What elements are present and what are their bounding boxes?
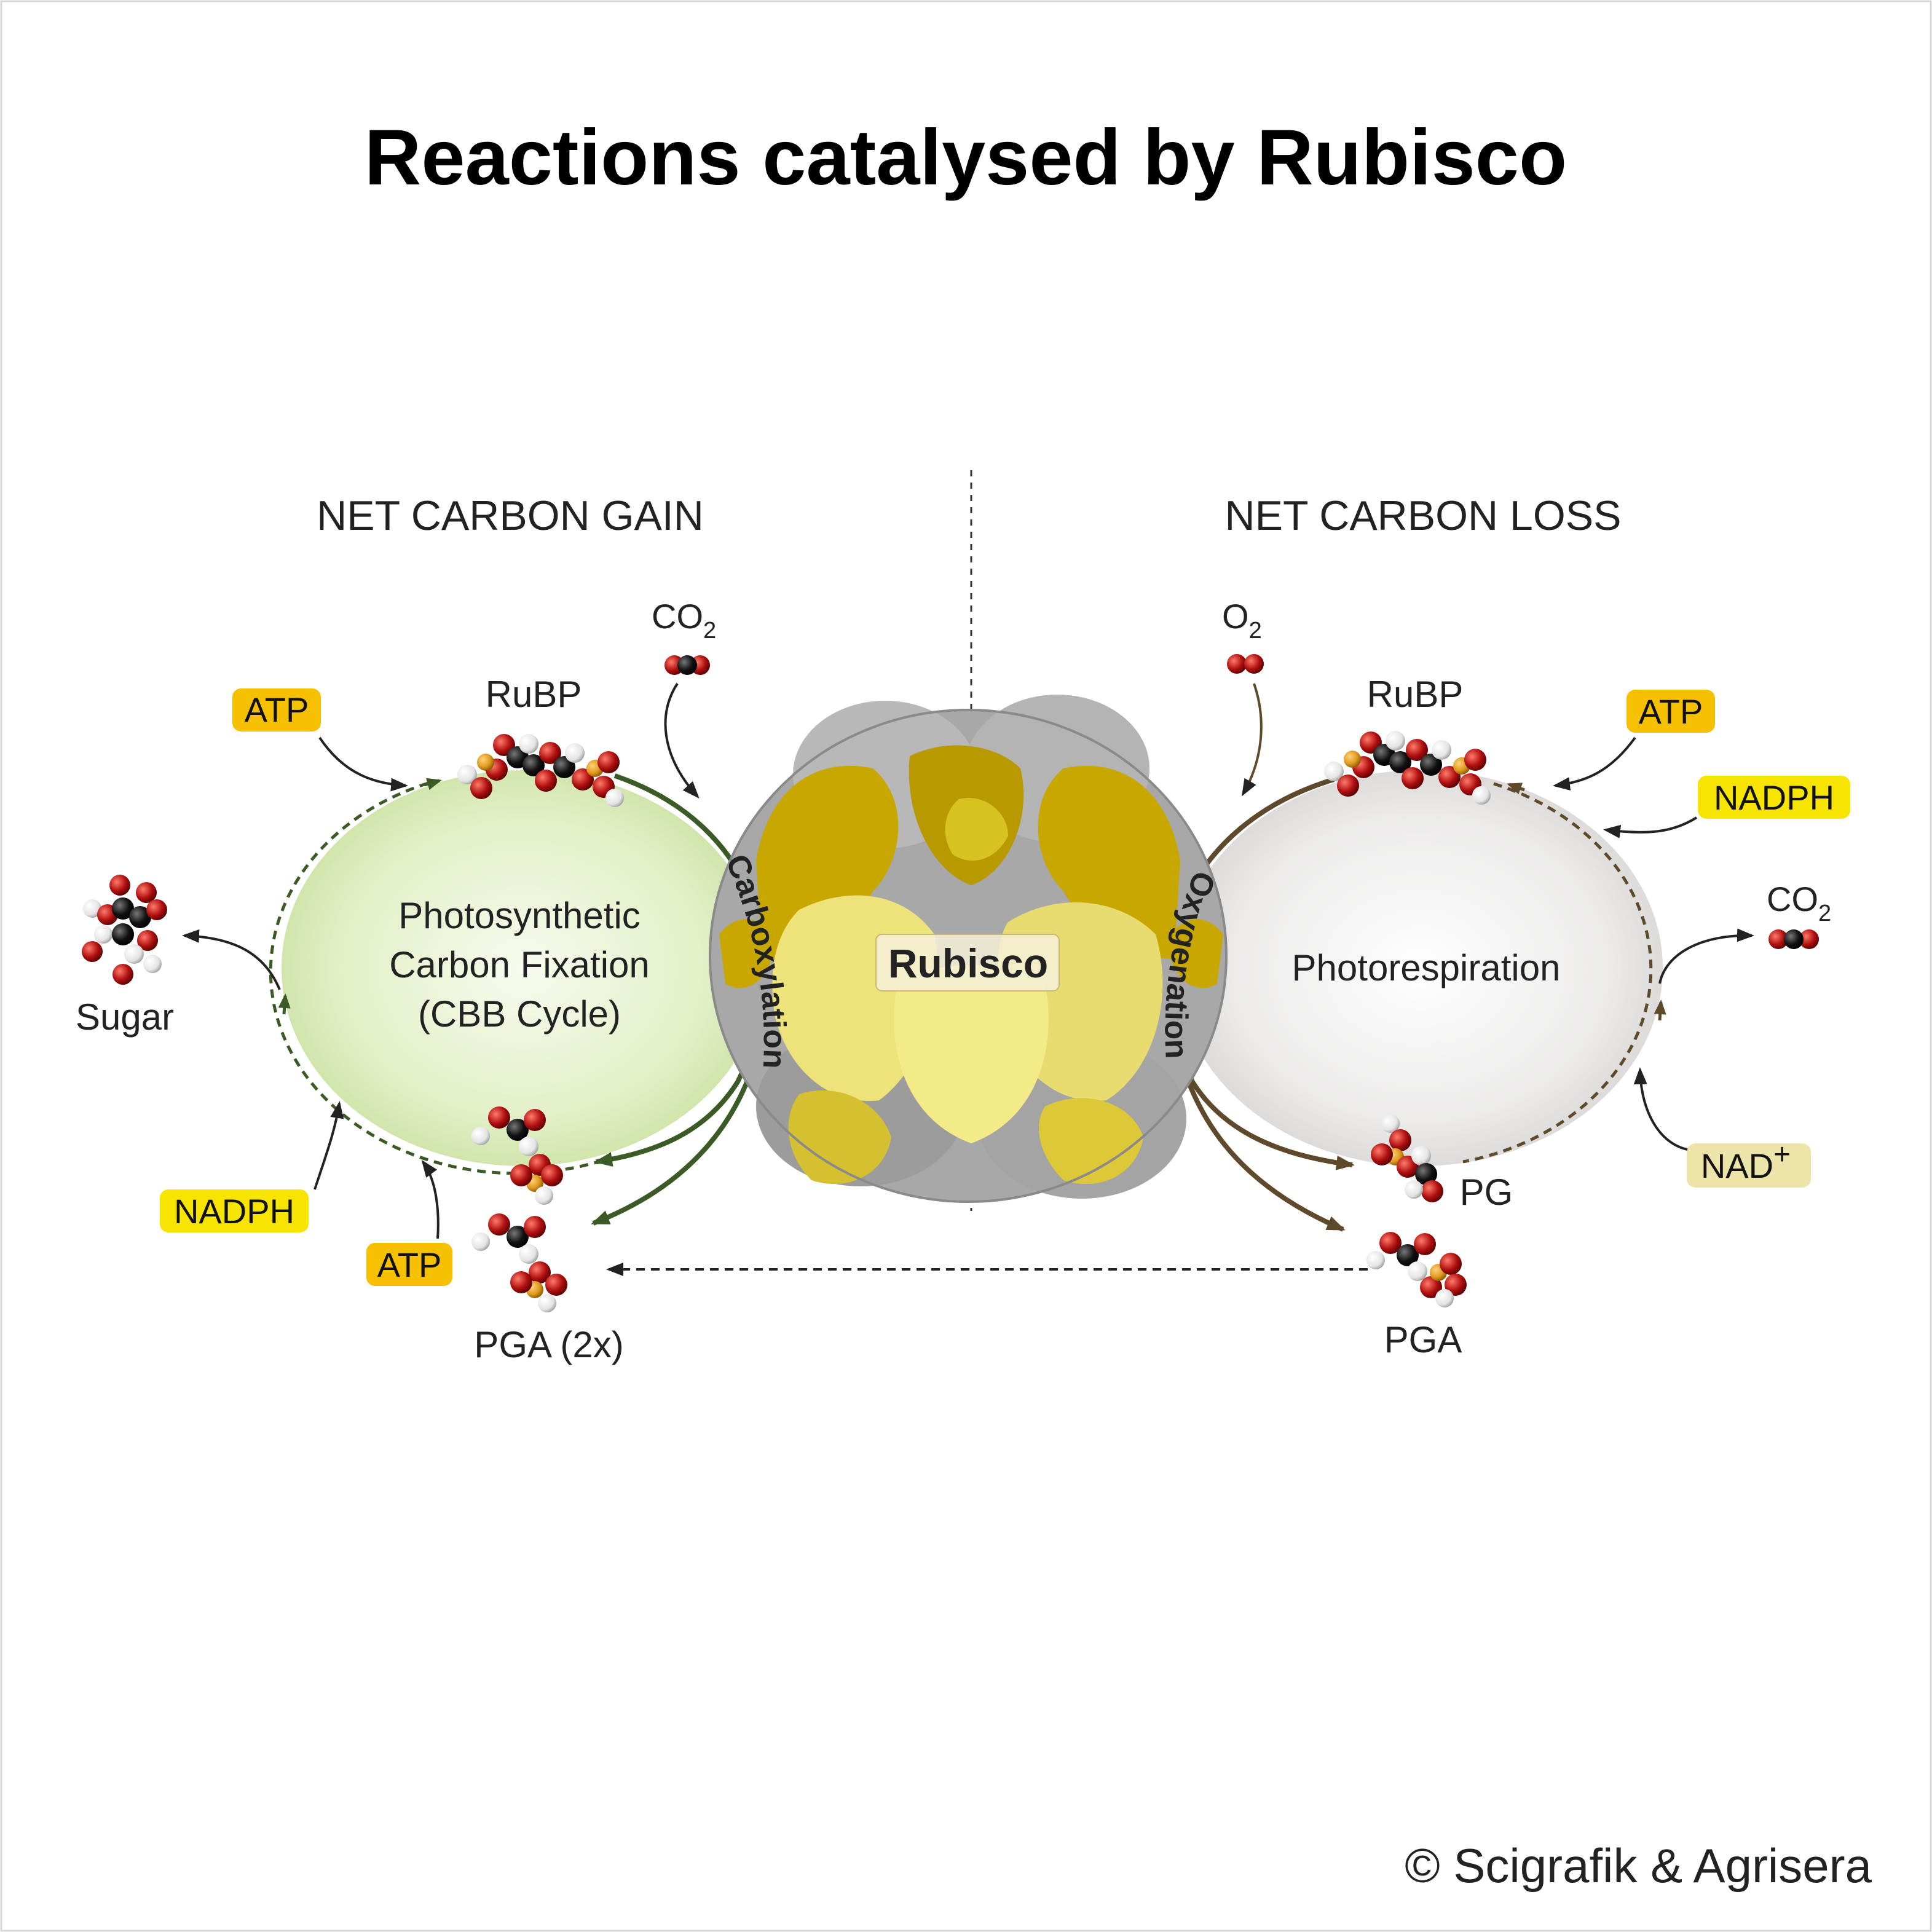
cbb-arrowhead-top bbox=[424, 778, 442, 791]
left-pga-molecule-2 bbox=[471, 1213, 567, 1312]
sugar-label: Sugar bbox=[76, 996, 174, 1038]
left-co2-main: CO bbox=[652, 597, 703, 636]
nad-sup: + bbox=[1773, 1138, 1791, 1171]
right-co2-molecule bbox=[1768, 929, 1819, 949]
right-pga-molecule bbox=[1366, 1232, 1467, 1307]
cbb-cycle-label-2: Carbon Fixation bbox=[389, 944, 650, 985]
right-co2-main: CO bbox=[1767, 880, 1818, 918]
o2-molecule bbox=[1227, 654, 1264, 674]
right-rubp-label: RuBP bbox=[1367, 674, 1464, 715]
left-co2-label: CO2 bbox=[652, 597, 716, 644]
nadph-badge-right-text: NADPH bbox=[1714, 778, 1834, 817]
pg-molecule bbox=[1371, 1114, 1443, 1202]
atp-badge-right: ATP bbox=[1626, 690, 1715, 733]
atp-bottom-left-arrow bbox=[421, 1159, 440, 1239]
nad-arrow bbox=[1633, 1067, 1688, 1151]
net-carbon-loss-heading: NET CARBON LOSS bbox=[1225, 492, 1622, 539]
nad-badge-text: NAD+ bbox=[1701, 1138, 1791, 1185]
left-pga-molecule-1 bbox=[471, 1106, 563, 1205]
atp-badge-right-text: ATP bbox=[1639, 692, 1703, 731]
atp-badge-top-left-text: ATP bbox=[245, 690, 309, 729]
copyright-credit: © Scigrafik & Agrisera bbox=[1405, 1839, 1872, 1893]
rubisco-label: Rubisco bbox=[888, 940, 1048, 986]
atp-right-arrow bbox=[1553, 736, 1636, 791]
o2-arrow bbox=[1241, 683, 1263, 797]
photorespiration-arrowhead-top bbox=[1507, 783, 1525, 795]
left-rubp-molecule bbox=[457, 734, 624, 807]
rubisco-protein-structure: Rubisco bbox=[709, 695, 1228, 1203]
left-rubp-label: RuBP bbox=[486, 674, 582, 715]
o2-main: O bbox=[1222, 597, 1249, 636]
atp-top-left-arrow bbox=[318, 736, 408, 792]
nadph-left-arrow bbox=[313, 1101, 344, 1190]
nad-badge: NAD+ bbox=[1687, 1138, 1811, 1188]
left-co2-sub: 2 bbox=[703, 618, 716, 644]
right-co2-sub: 2 bbox=[1818, 901, 1831, 926]
right-pga-label: PGA bbox=[1384, 1319, 1462, 1360]
cbb-cycle-label-1: Photosynthetic bbox=[398, 895, 641, 936]
net-carbon-gain-heading: NET CARBON GAIN bbox=[317, 492, 704, 539]
nad-main: NAD bbox=[1701, 1146, 1773, 1185]
co2-left-arrow bbox=[664, 682, 700, 798]
nadph-badge-left-text: NADPH bbox=[174, 1192, 294, 1231]
atp-badge-bottom-left-text: ATP bbox=[377, 1245, 442, 1284]
o2-label: O2 bbox=[1222, 597, 1262, 644]
left-co2-molecule bbox=[664, 655, 710, 675]
rubisco-label-box bbox=[875, 934, 1060, 992]
left-pga-label: PGA (2x) bbox=[474, 1324, 623, 1365]
nadph-badge-left: NADPH bbox=[160, 1189, 309, 1232]
atp-badge-bottom-left: ATP bbox=[366, 1243, 452, 1286]
atp-badge-top-left: ATP bbox=[232, 688, 321, 731]
nadph-right-arrow bbox=[1603, 816, 1698, 838]
cbb-cycle-ellipse bbox=[282, 770, 763, 1166]
sugar-arrow bbox=[182, 929, 281, 990]
photorespiration-arrowhead-right bbox=[1654, 1000, 1666, 1021]
page-title: Reactions catalysed by Rubisco bbox=[365, 114, 1567, 202]
right-rubp-molecule bbox=[1324, 731, 1491, 805]
o2-sub: 2 bbox=[1249, 618, 1262, 644]
pg-label: PG bbox=[1460, 1172, 1513, 1213]
cbb-arrowhead-left bbox=[278, 993, 291, 1015]
cbb-cycle-dashed-arc bbox=[269, 781, 603, 1175]
co2-right-arrow bbox=[1658, 928, 1754, 984]
photorespiration-dashed-arc bbox=[1462, 782, 1653, 1164]
photorespiration-ellipse bbox=[1177, 770, 1663, 1166]
photorespiration-label: Photorespiration bbox=[1292, 947, 1561, 988]
right-co2-label: CO2 bbox=[1767, 880, 1831, 926]
cbb-cycle: Photosynthetic Carbon Fixation (CBB Cycl… bbox=[269, 770, 768, 1226]
cbb-cycle-label-3: (CBB Cycle) bbox=[418, 993, 621, 1035]
nadph-badge-right: NADPH bbox=[1698, 776, 1850, 819]
sugar-molecule bbox=[82, 875, 167, 985]
